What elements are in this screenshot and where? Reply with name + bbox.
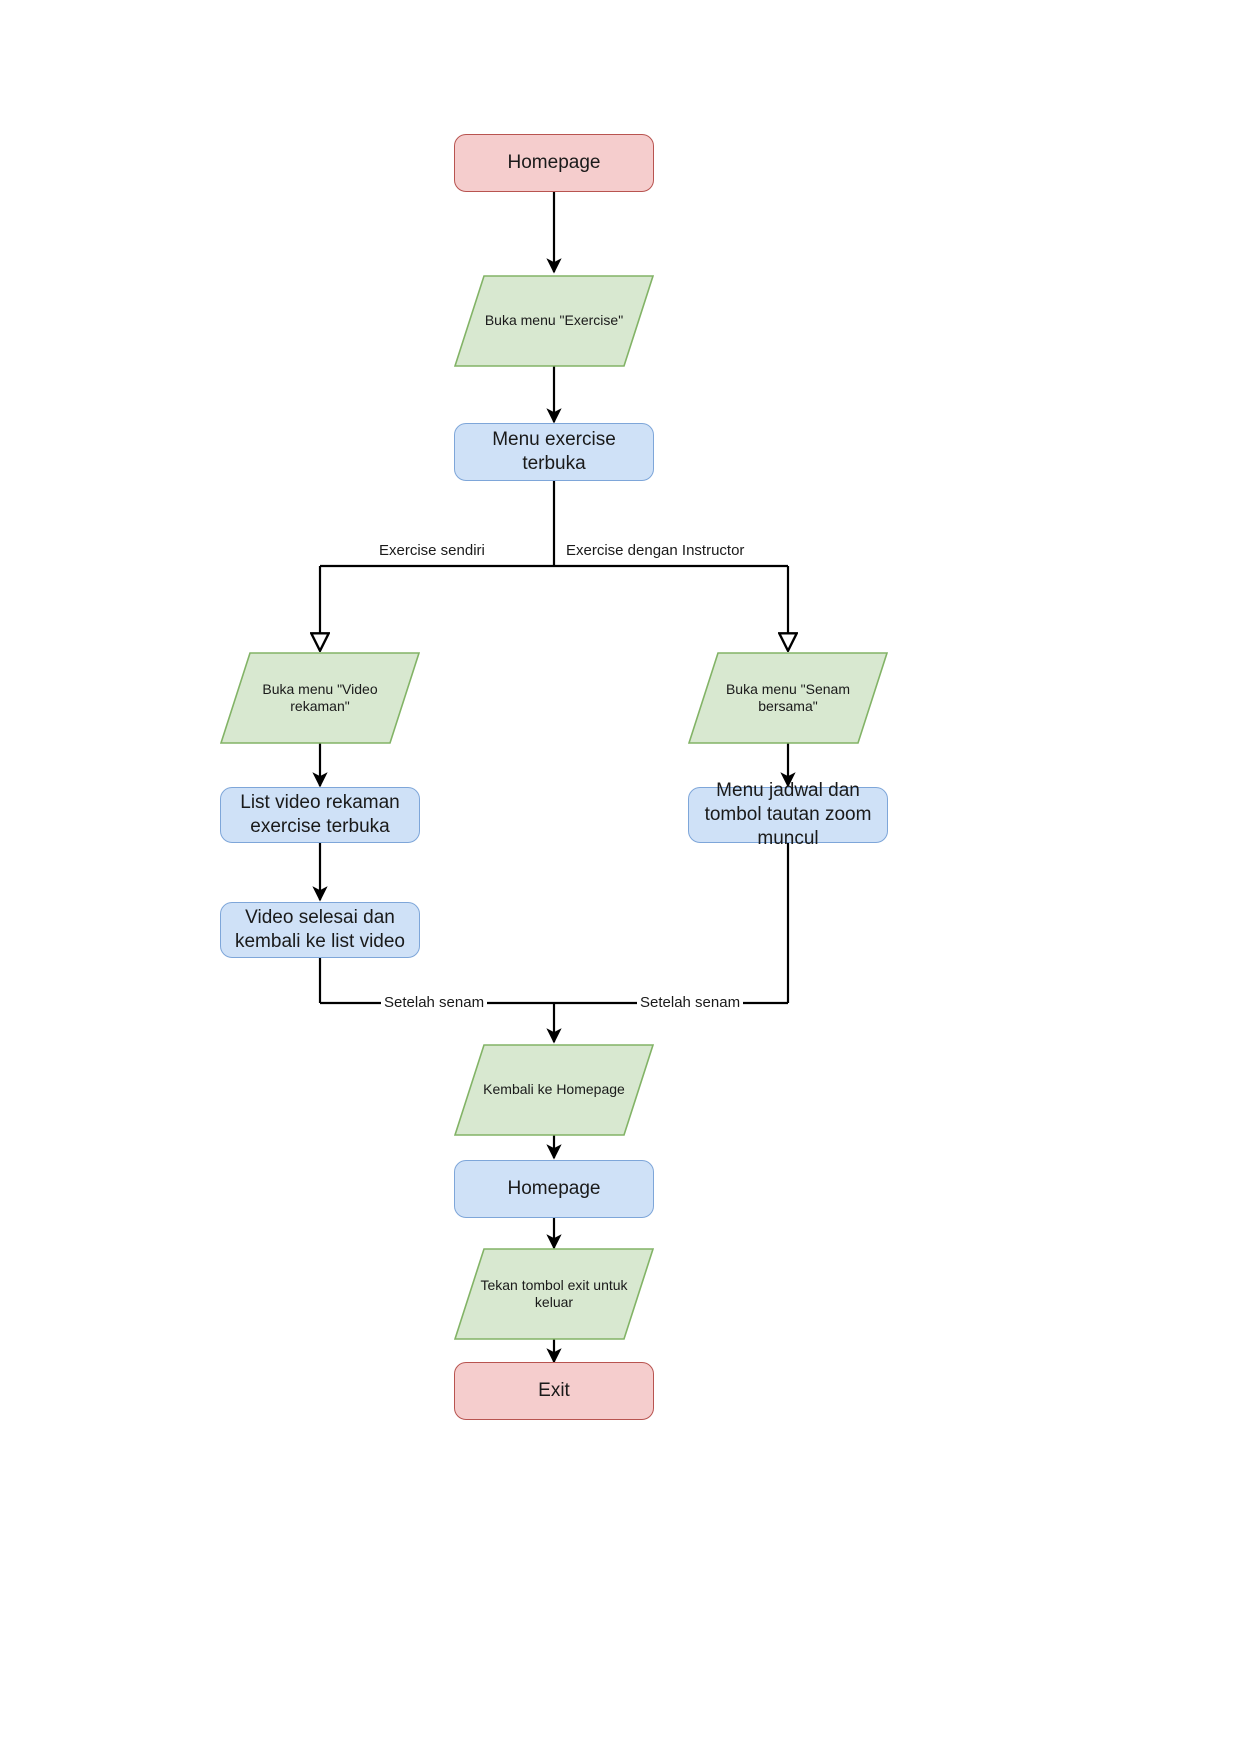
edge-label-exercise-sendiri: Exercise sendiri — [376, 543, 488, 558]
node-homepage-again[interactable]: Homepage — [454, 1160, 654, 1218]
node-open-video-menu-label: Buka menu "Video rekaman" — [262, 680, 378, 715]
node-open-exercise-menu[interactable]: Buka menu "Exercise" — [454, 275, 654, 367]
edge-label-setelah-senam-left: Setelah senam — [381, 995, 488, 1010]
node-open-senam-menu-label: Buka menu "Senam bersama" — [725, 680, 851, 715]
node-homepage-again-label: Homepage — [507, 1178, 601, 1200]
edge-label-setelah-senam-right: Setelah senam — [637, 995, 744, 1010]
node-open-video-menu[interactable]: Buka menu "Video rekaman" — [220, 652, 420, 744]
node-video-list-open-label: List video rekaman exercise terbuka — [240, 792, 400, 837]
node-exit-label: Exit — [538, 1380, 570, 1402]
parallelogram-shape — [688, 652, 888, 744]
edge-label-exercise-dengan-instructor: Exercise dengan Instructor — [563, 543, 748, 558]
node-exercise-menu-open-label: Menu exercise terbuka — [492, 429, 616, 474]
node-exercise-menu-open[interactable]: Menu exercise terbuka — [454, 423, 654, 481]
node-press-exit-label: Tekan tombol exit untuk keluar — [480, 1276, 628, 1311]
node-press-exit[interactable]: Tekan tombol exit untuk keluar — [454, 1248, 654, 1340]
node-back-to-homepage[interactable]: Kembali ke Homepage — [454, 1044, 654, 1136]
node-open-exercise-menu-label: Buka menu "Exercise" — [484, 312, 624, 329]
node-exit[interactable]: Exit — [454, 1362, 654, 1420]
node-video-finished[interactable]: Video selesai dan kembali ke list video — [220, 902, 420, 958]
node-video-finished-label: Video selesai dan kembali ke list video — [234, 907, 406, 952]
node-video-list-open[interactable]: List video rekaman exercise terbuka — [220, 787, 420, 843]
parallelogram-shape — [454, 1044, 654, 1136]
parallelogram-shape — [454, 1248, 654, 1340]
node-start-homepage-label: Homepage — [507, 152, 601, 174]
node-back-to-homepage-label: Kembali ke Homepage — [483, 1081, 625, 1098]
parallelogram-shape — [220, 652, 420, 744]
parallelogram-shape — [454, 275, 654, 367]
node-schedule-menu-label: Menu jadwal dan tombol tautan zoom muncu… — [704, 780, 872, 849]
node-schedule-menu[interactable]: Menu jadwal dan tombol tautan zoom muncu… — [688, 780, 888, 849]
node-start-homepage[interactable]: Homepage — [454, 134, 654, 192]
node-open-senam-menu[interactable]: Buka menu "Senam bersama" — [688, 652, 888, 744]
